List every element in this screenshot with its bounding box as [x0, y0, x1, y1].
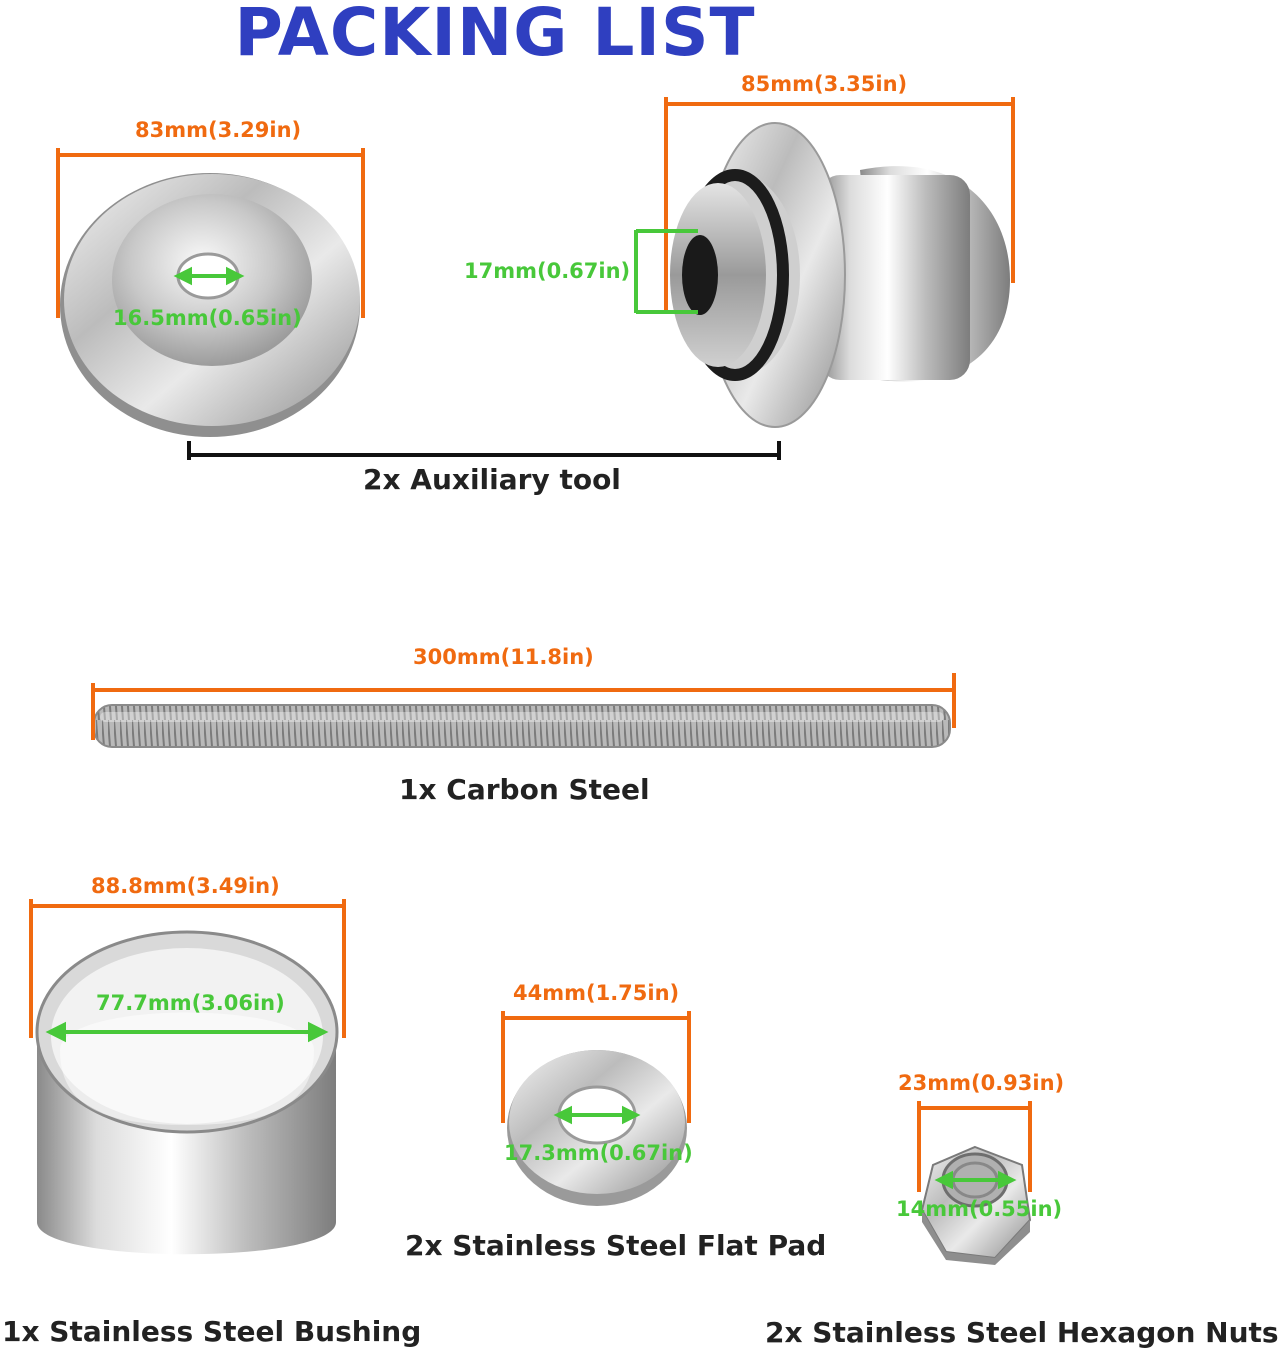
- rod-caption: 1x Carbon Steel: [399, 773, 650, 806]
- disc-outer-dimension-line: [56, 148, 365, 318]
- packing-list-artwork: [29, 97, 1032, 1265]
- auxiliary-tool-caption: 2x Auxiliary tool: [363, 463, 621, 496]
- bushing-image: [35, 930, 339, 1255]
- hex-nut-caption: 2x Stainless Steel Hexagon Nuts: [765, 1316, 1279, 1349]
- auxiliary-tool-bracket: [187, 441, 781, 460]
- hex-nut-bore-dimension-arrow: [934, 1170, 1017, 1190]
- hex-nut-bore-dimension: 14mm(0.55in): [896, 1197, 1063, 1221]
- flat-pad-hole-dimension: 17.3mm(0.67in): [504, 1141, 693, 1165]
- bushing-caption: 1x Stainless Steel Bushing: [2, 1315, 422, 1348]
- hex-nut-outer-dimension: 23mm(0.93in): [898, 1071, 1065, 1095]
- spool-outer-dimension: 85mm(3.35in): [741, 72, 908, 96]
- bushing-outer-dimension-line: [29, 899, 346, 1038]
- flat-pad-outer-dimension-line: [501, 1011, 691, 1123]
- rod-length-dimension: 300mm(11.8in): [413, 645, 594, 669]
- flat-pad-caption: 2x Stainless Steel Flat Pad: [405, 1229, 827, 1262]
- bushing-outer-dimension: 88.8mm(3.49in): [91, 874, 280, 898]
- disc-hole-dimension-arrow: [173, 266, 245, 286]
- flat-pad-image: [507, 1050, 687, 1206]
- spool-outer-dimension-line: [664, 97, 1015, 310]
- flat-pad-outer-dimension: 44mm(1.75in): [513, 981, 680, 1005]
- rod-length-dimension-line: [91, 673, 956, 740]
- disc-hole-dimension: 16.5mm(0.65in): [113, 306, 302, 330]
- bushing-inner-dimension-arrow: [45, 1021, 329, 1043]
- page-title: PACKING LIST: [234, 0, 756, 71]
- bushing-inner-dimension: 77.7mm(3.06in): [96, 991, 285, 1015]
- flat-pad-hole-dimension-arrow: [553, 1105, 641, 1125]
- disc-outer-dimension: 83mm(3.29in): [135, 118, 302, 142]
- spool-bore-dimension: 17mm(0.67in): [464, 259, 631, 283]
- auxiliary-disc-image: [60, 173, 360, 437]
- hex-nut-outer-dimension-line: [917, 1101, 1032, 1192]
- spool-bore-dimension-line: [634, 229, 698, 314]
- auxiliary-spool-image: [670, 122, 1010, 428]
- threaded-rod-image: [93, 704, 951, 748]
